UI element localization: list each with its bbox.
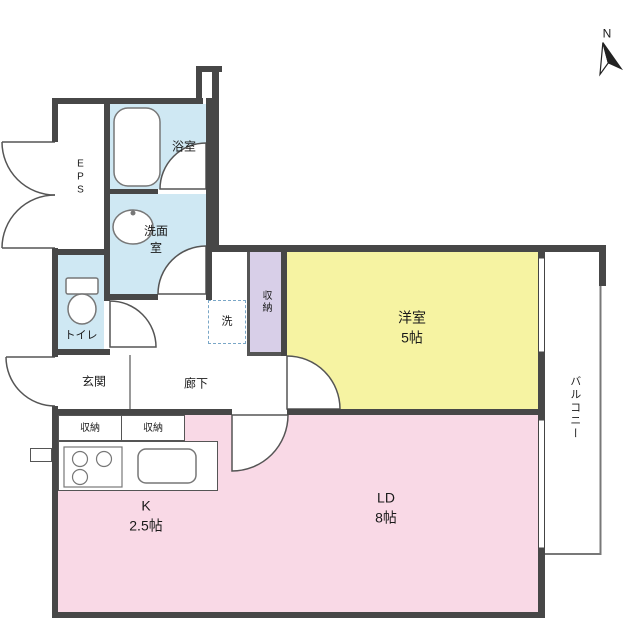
washer-space-box (208, 300, 246, 344)
bathroom-label: 浴室 (171, 139, 197, 154)
washer-space-label: 洗 (221, 315, 233, 328)
door-arc-eps-top (1, 141, 56, 196)
wall-segment (210, 245, 606, 252)
door-arc-western (286, 355, 341, 410)
wall-segment (104, 189, 158, 194)
washroom-label: 洗面室 (143, 224, 168, 255)
wall-segment (52, 349, 110, 355)
bathtub-icon (113, 107, 161, 187)
western-room-label: 洋室 5帖 (398, 309, 426, 345)
stove-burner-icon (95, 450, 113, 468)
eps-label: EPS (75, 158, 86, 198)
wall-segment (52, 406, 58, 618)
door-arc-eps-bottom (1, 194, 56, 249)
hallway-label: 廊下 (183, 376, 209, 391)
wall-segment (287, 409, 538, 415)
entrance-closet-left-label: 収納 (80, 423, 100, 434)
door-arc-washroom (157, 245, 207, 295)
window-western (538, 257, 545, 353)
wall-segment (538, 352, 545, 420)
entrance-label: 玄関 (81, 374, 107, 389)
room-hall-closet (250, 252, 281, 352)
door-arc-bathroom (159, 142, 207, 190)
washbasin-icon (112, 209, 154, 245)
washbasin-tap-icon (130, 210, 136, 216)
wall-segment (196, 66, 222, 72)
wall-segment (104, 294, 158, 300)
compass-needle-icon (599, 42, 624, 77)
kitchen-sink-icon (137, 448, 197, 484)
wall-segment (52, 612, 545, 618)
meter-box (30, 448, 52, 462)
wall-segment (52, 249, 110, 255)
toilet-bowl-icon (67, 293, 97, 325)
toilet-tank-icon (65, 277, 99, 295)
wall-segment (599, 252, 606, 286)
entrance-hall-divider (129, 355, 131, 409)
entrance-closet-right-label: 収納 (143, 423, 163, 434)
wall-segment (281, 245, 287, 356)
wall-segment (206, 98, 212, 300)
wall-segment (52, 248, 58, 357)
stove-icon (63, 446, 123, 488)
door-arc-entrance (5, 356, 56, 407)
wall-segment (52, 98, 203, 104)
wall-segment (538, 245, 545, 258)
stove-burner-icon (71, 468, 89, 486)
wall-segment (52, 409, 232, 415)
wall-segment (52, 98, 58, 142)
door-arc-toilet (109, 300, 157, 348)
entrance-closet-right-box (121, 415, 185, 441)
wall-segment (538, 548, 545, 618)
compass-north-label: N (602, 26, 612, 41)
wall-segment (247, 352, 281, 356)
wall-segment (247, 252, 250, 356)
wall-segment (212, 66, 219, 252)
balcony-railing (545, 286, 602, 555)
living-dining-label: LD 8帖 (375, 489, 397, 525)
wall-segment (104, 98, 110, 301)
window-living (538, 419, 545, 549)
hall-closet-label: 収納 (260, 290, 271, 314)
door-arc-living (231, 414, 289, 472)
toilet-label: トイレ (64, 329, 98, 342)
kitchen-label: K 2.5帖 (129, 497, 163, 533)
wall-segment (196, 66, 202, 104)
stove-burner-icon (71, 450, 89, 468)
balcony-label: バルコニー (568, 375, 581, 441)
